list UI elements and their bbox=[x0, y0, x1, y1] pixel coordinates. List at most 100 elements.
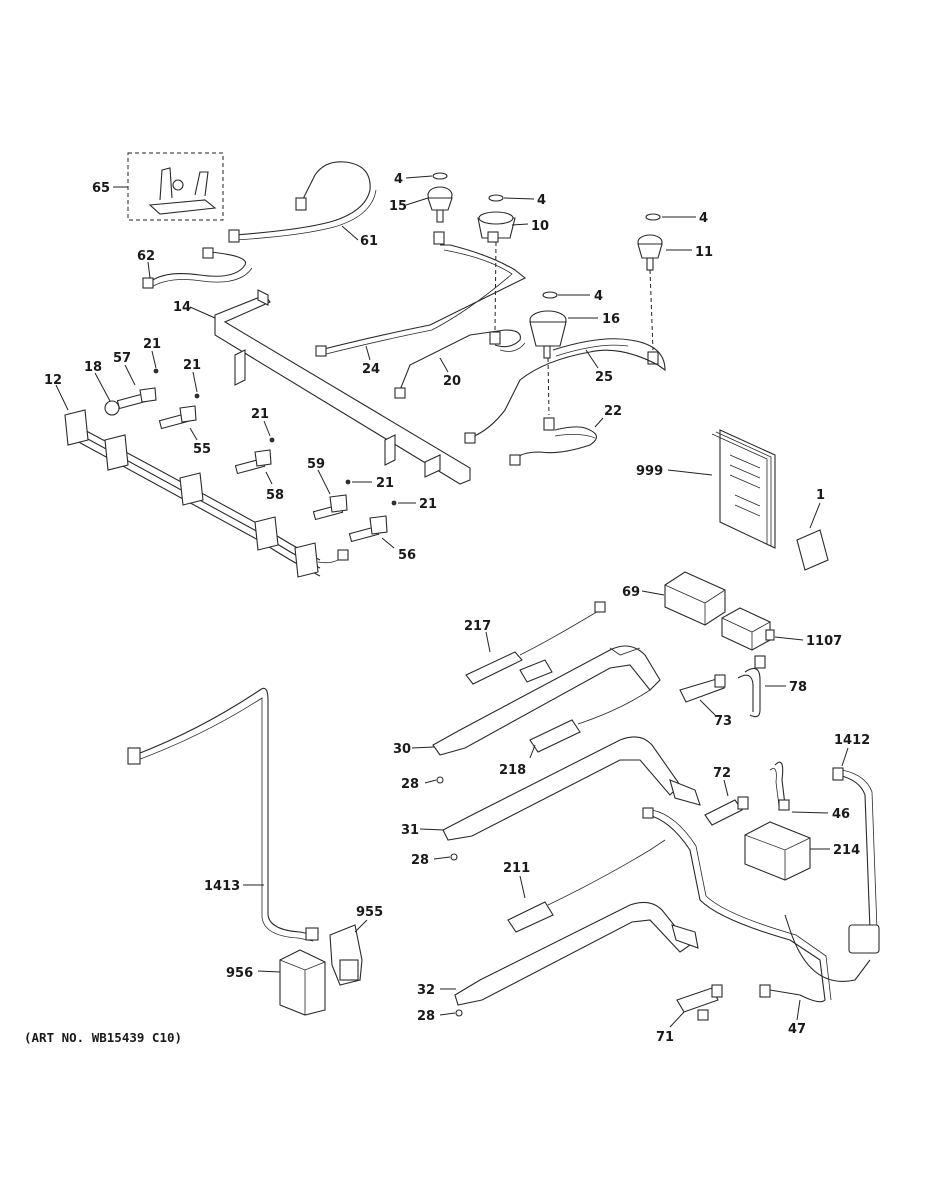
part-999-manual bbox=[711, 429, 776, 549]
leader-956 bbox=[257, 970, 281, 973]
leader-46 bbox=[791, 811, 829, 814]
label-31: 31 bbox=[401, 823, 419, 838]
leader-4a bbox=[405, 175, 433, 179]
label-30: 30 bbox=[393, 742, 411, 757]
leader-21c bbox=[263, 420, 271, 437]
label-12: 12 bbox=[44, 373, 62, 388]
part-46-tube bbox=[769, 761, 790, 811]
leader-28b bbox=[433, 856, 451, 860]
part-28b-screw bbox=[450, 853, 458, 861]
leader-10 bbox=[511, 223, 529, 226]
label-18: 18 bbox=[84, 360, 102, 375]
leader-217 bbox=[485, 631, 491, 653]
label-25: 25 bbox=[595, 370, 613, 385]
part-59-orifice bbox=[312, 494, 348, 521]
part-1413-tube bbox=[127, 687, 319, 942]
label-15: 15 bbox=[389, 199, 407, 214]
screw-21e bbox=[391, 500, 397, 506]
label-69: 69 bbox=[622, 585, 640, 600]
part-58-orifice bbox=[234, 449, 272, 475]
leader-14 bbox=[189, 306, 216, 319]
label-10: 10 bbox=[531, 219, 549, 234]
part-1107-module bbox=[721, 607, 775, 651]
part-28c-screw bbox=[455, 1009, 463, 1017]
label-1413: 1413 bbox=[204, 879, 240, 894]
label-21b: 21 bbox=[183, 358, 201, 373]
leader-69 bbox=[641, 590, 665, 596]
part-217-igniter bbox=[465, 601, 606, 685]
leader-28a bbox=[424, 779, 437, 784]
label-56: 56 bbox=[398, 548, 416, 563]
leader-21b bbox=[192, 371, 198, 393]
label-47: 47 bbox=[788, 1022, 806, 1037]
label-4c: 4 bbox=[699, 211, 708, 226]
label-73: 73 bbox=[714, 714, 732, 729]
label-999: 999 bbox=[636, 464, 663, 479]
leader-211 bbox=[519, 875, 526, 899]
label-1412: 1412 bbox=[834, 733, 870, 748]
part-73-fitting bbox=[679, 674, 726, 703]
label-21d: 21 bbox=[376, 476, 394, 491]
fitting-10 bbox=[489, 331, 501, 345]
part-55-orifice bbox=[158, 405, 197, 430]
part-218-igniter bbox=[529, 689, 651, 753]
callout-labels: 65 61 62 14 4 15 4 10 4 11 4 16 24 20 25… bbox=[44, 172, 870, 1045]
screw-21d bbox=[345, 479, 351, 485]
leader-999 bbox=[667, 469, 713, 476]
label-214: 214 bbox=[833, 843, 860, 858]
label-4d: 4 bbox=[594, 289, 603, 304]
label-24: 24 bbox=[362, 362, 380, 377]
leader-47 bbox=[796, 999, 801, 1021]
part-15-valve bbox=[427, 172, 453, 245]
part-955-regulator bbox=[329, 924, 363, 986]
part-25-tube bbox=[464, 338, 666, 444]
part-11-valve bbox=[637, 213, 663, 365]
leader-21a bbox=[151, 350, 157, 369]
label-1107: 1107 bbox=[806, 634, 842, 649]
screw-21a bbox=[153, 368, 159, 374]
leader-58 bbox=[265, 471, 273, 485]
part-30-burner bbox=[432, 645, 661, 756]
part-71-fitting bbox=[676, 984, 723, 1021]
part-62-tube bbox=[142, 247, 253, 289]
part-14-manifold bbox=[214, 289, 471, 485]
label-58: 58 bbox=[266, 488, 284, 503]
art-number: (ART NO. WB15439 C10) bbox=[24, 1030, 182, 1045]
leader-61 bbox=[341, 225, 359, 241]
label-14: 14 bbox=[173, 300, 191, 315]
label-217: 217 bbox=[464, 619, 491, 634]
part-10-valve bbox=[477, 194, 516, 243]
leader-25 bbox=[585, 349, 599, 369]
part-69-bracket bbox=[664, 571, 726, 626]
leader-22 bbox=[594, 417, 604, 428]
label-20: 20 bbox=[443, 374, 461, 389]
label-71: 71 bbox=[656, 1030, 674, 1045]
leader-18 bbox=[94, 372, 111, 402]
label-211: 211 bbox=[503, 861, 530, 876]
leader-57 bbox=[124, 364, 136, 386]
part-65-assembly bbox=[127, 152, 224, 221]
leader-59 bbox=[317, 469, 331, 495]
part-211-igniter bbox=[507, 839, 666, 933]
leader-15 bbox=[405, 197, 429, 206]
leader-62 bbox=[147, 261, 151, 279]
part-31-burner bbox=[442, 736, 701, 841]
label-218: 218 bbox=[499, 763, 526, 778]
leader-1107 bbox=[774, 636, 804, 641]
leader-71 bbox=[669, 1011, 685, 1028]
leader-30 bbox=[411, 746, 435, 749]
screw-21b bbox=[194, 393, 200, 399]
part-1-bag bbox=[796, 529, 829, 571]
leader-72 bbox=[723, 779, 729, 797]
leader-1 bbox=[809, 502, 821, 529]
label-22: 22 bbox=[604, 404, 622, 419]
leader-12 bbox=[55, 384, 69, 411]
part-61-tube bbox=[228, 161, 377, 243]
leader-20 bbox=[439, 357, 449, 373]
leader-55 bbox=[189, 427, 198, 441]
part-24-tube bbox=[315, 244, 527, 357]
label-955: 955 bbox=[356, 905, 383, 920]
label-1: 1 bbox=[816, 488, 825, 503]
label-46: 46 bbox=[832, 807, 850, 822]
part-72-fitting bbox=[704, 796, 749, 826]
